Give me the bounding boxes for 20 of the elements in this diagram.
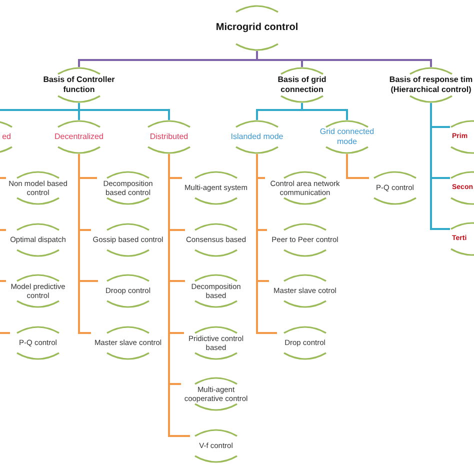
node-label: Grid connected mode bbox=[318, 127, 376, 147]
node-label: Decentralized bbox=[54, 132, 104, 142]
connector-line bbox=[256, 51, 432, 67]
arc-bracket-node bbox=[6, 171, 70, 205]
node-label: Microgrid control bbox=[216, 22, 298, 34]
connector-line bbox=[430, 103, 450, 230]
connector-line bbox=[346, 154, 369, 179]
arc-bracket-node bbox=[387, 67, 474, 103]
node-label: Islanded mode bbox=[230, 132, 284, 142]
connector-line bbox=[256, 154, 277, 334]
node-label: Basis of response tim (Hierarchical control) bbox=[388, 75, 474, 95]
arc-bracket-node bbox=[91, 223, 165, 257]
connector-line bbox=[168, 154, 190, 437]
node-label: Basis of Controller function bbox=[42, 75, 116, 95]
connector-line bbox=[78, 154, 91, 334]
node-label: Basis of grid connection bbox=[276, 75, 328, 95]
arc-bracket-node bbox=[182, 171, 250, 205]
node-label: ed bbox=[2, 132, 11, 142]
arc-bracket-node bbox=[185, 223, 247, 257]
node-label: Distributed bbox=[150, 132, 188, 142]
